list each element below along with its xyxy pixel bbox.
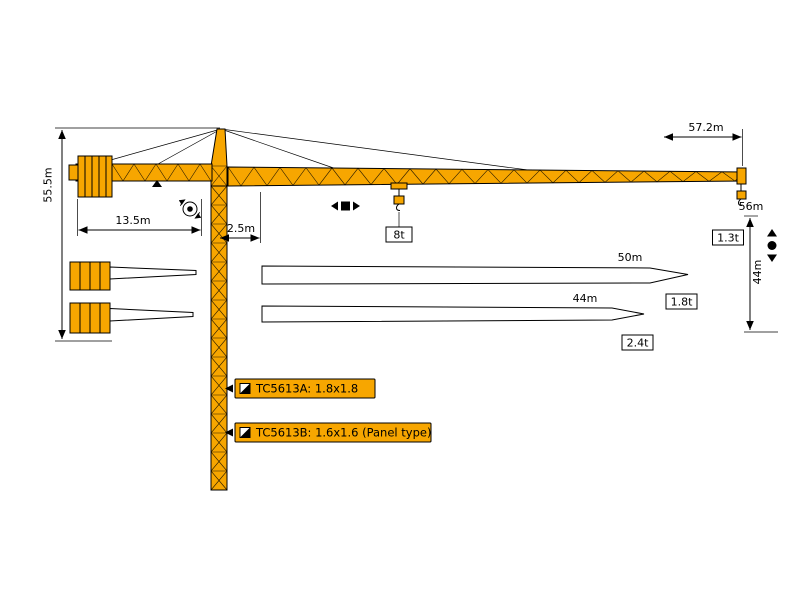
dim-counter-jib-label: 13.5m — [115, 214, 150, 227]
load-tip44-label: 2.4t — [627, 337, 649, 350]
load-box — [665, 293, 698, 310]
jib-option-44m — [261, 305, 645, 323]
pointer-arrow — [225, 428, 233, 437]
dim-jib-length-label: 57.2m — [688, 121, 723, 134]
slewing-arrow-top — [178, 199, 186, 207]
jib-option-50m-label: 50m — [618, 251, 643, 264]
dim-hook-height-label: 44m — [751, 260, 764, 285]
mast-type-a-label: TC5613A: 1.8x1.8 — [255, 382, 358, 396]
load-box — [712, 229, 744, 246]
ballast-2-beam — [109, 307, 194, 322]
dimension-counter-jib: 13.5m — [77, 199, 202, 236]
dim-tower-height-label: 55.5m — [42, 167, 55, 202]
load-label-tip-44: 2.4t — [621, 334, 654, 351]
slewing-ring — [182, 201, 198, 217]
load-box — [385, 226, 413, 243]
load-label-tip-50: 1.8t — [665, 293, 698, 310]
jib-option-44m-label: 44m — [573, 292, 598, 305]
dimension-tower-height: 55.5m — [42, 127, 220, 342]
mast-section-icon-fill — [240, 383, 250, 394]
hook-icon — [396, 203, 401, 211]
pendant-lines — [99, 128, 529, 171]
ballast-1-beam — [109, 266, 197, 280]
mast-type-b-tag: TC5613B: 1.6x1.6 (Panel type) — [225, 422, 432, 443]
dimension-jib-length: 57.2m — [664, 121, 743, 166]
dim-jib-root-label: 2.5m — [227, 222, 255, 235]
jib-option-50m — [261, 265, 689, 285]
slewing-arrow-bottom — [194, 211, 202, 219]
dim-tip-radius-label: 56m — [739, 200, 764, 213]
dimension-jib-root: 2.5m — [220, 192, 261, 243]
trolley-travel-icon — [331, 201, 360, 211]
ballast-1-slab-lines — [79, 262, 101, 290]
load-box — [621, 334, 654, 351]
dimension-hook-height: 44m 56m — [739, 200, 778, 333]
hoist-arrow-down — [767, 254, 777, 262]
ballast-2-slab-lines — [79, 303, 101, 333]
jib-tip-section — [736, 167, 747, 185]
counterweight-block — [77, 155, 113, 198]
tip-hook-block — [736, 190, 747, 200]
hoist-arrow-up — [767, 229, 777, 237]
trolley-arrow-right — [353, 201, 360, 211]
jib-lattice — [227, 166, 745, 187]
tower-crane — [68, 128, 747, 491]
trolley — [390, 182, 408, 190]
mast-section-icon-fill — [240, 427, 250, 438]
mast-type-b-label: TC5613B: 1.6x1.6 (Panel type) — [255, 426, 431, 440]
load-tip57-label: 1.3t — [717, 232, 739, 245]
slewing-icon — [178, 199, 202, 219]
type-b-box — [234, 422, 432, 443]
counter-jib-end-cap — [68, 164, 79, 181]
tower-head — [210, 128, 228, 187]
slewing-axis-dot — [187, 206, 193, 212]
counterweight-slab-lines — [84, 156, 107, 197]
hook-block — [393, 195, 405, 205]
load-max-label: 8t — [393, 229, 405, 242]
counter-jib-lattice — [111, 163, 212, 182]
main-jib — [227, 166, 745, 187]
trolley-square — [341, 201, 350, 211]
trolley-arrow-left — [331, 201, 338, 211]
load-tip50-label: 1.8t — [671, 296, 693, 309]
counter-jib-tick-arrow — [152, 180, 162, 187]
tower-head-brace — [210, 165, 228, 187]
hoist-icon — [767, 229, 777, 262]
configuration-options — [69, 261, 689, 334]
mast-rungs — [211, 204, 227, 472]
pointer-arrow — [225, 384, 233, 393]
hoist-dot — [767, 241, 777, 250]
tip-hook-icon — [738, 198, 743, 206]
load-label-max: 8t — [385, 212, 413, 243]
load-label-tip-57: 1.3t — [712, 229, 744, 246]
mast-type-a-tag: TC5613A: 1.8x1.8 — [225, 378, 376, 399]
type-a-box — [234, 378, 376, 399]
